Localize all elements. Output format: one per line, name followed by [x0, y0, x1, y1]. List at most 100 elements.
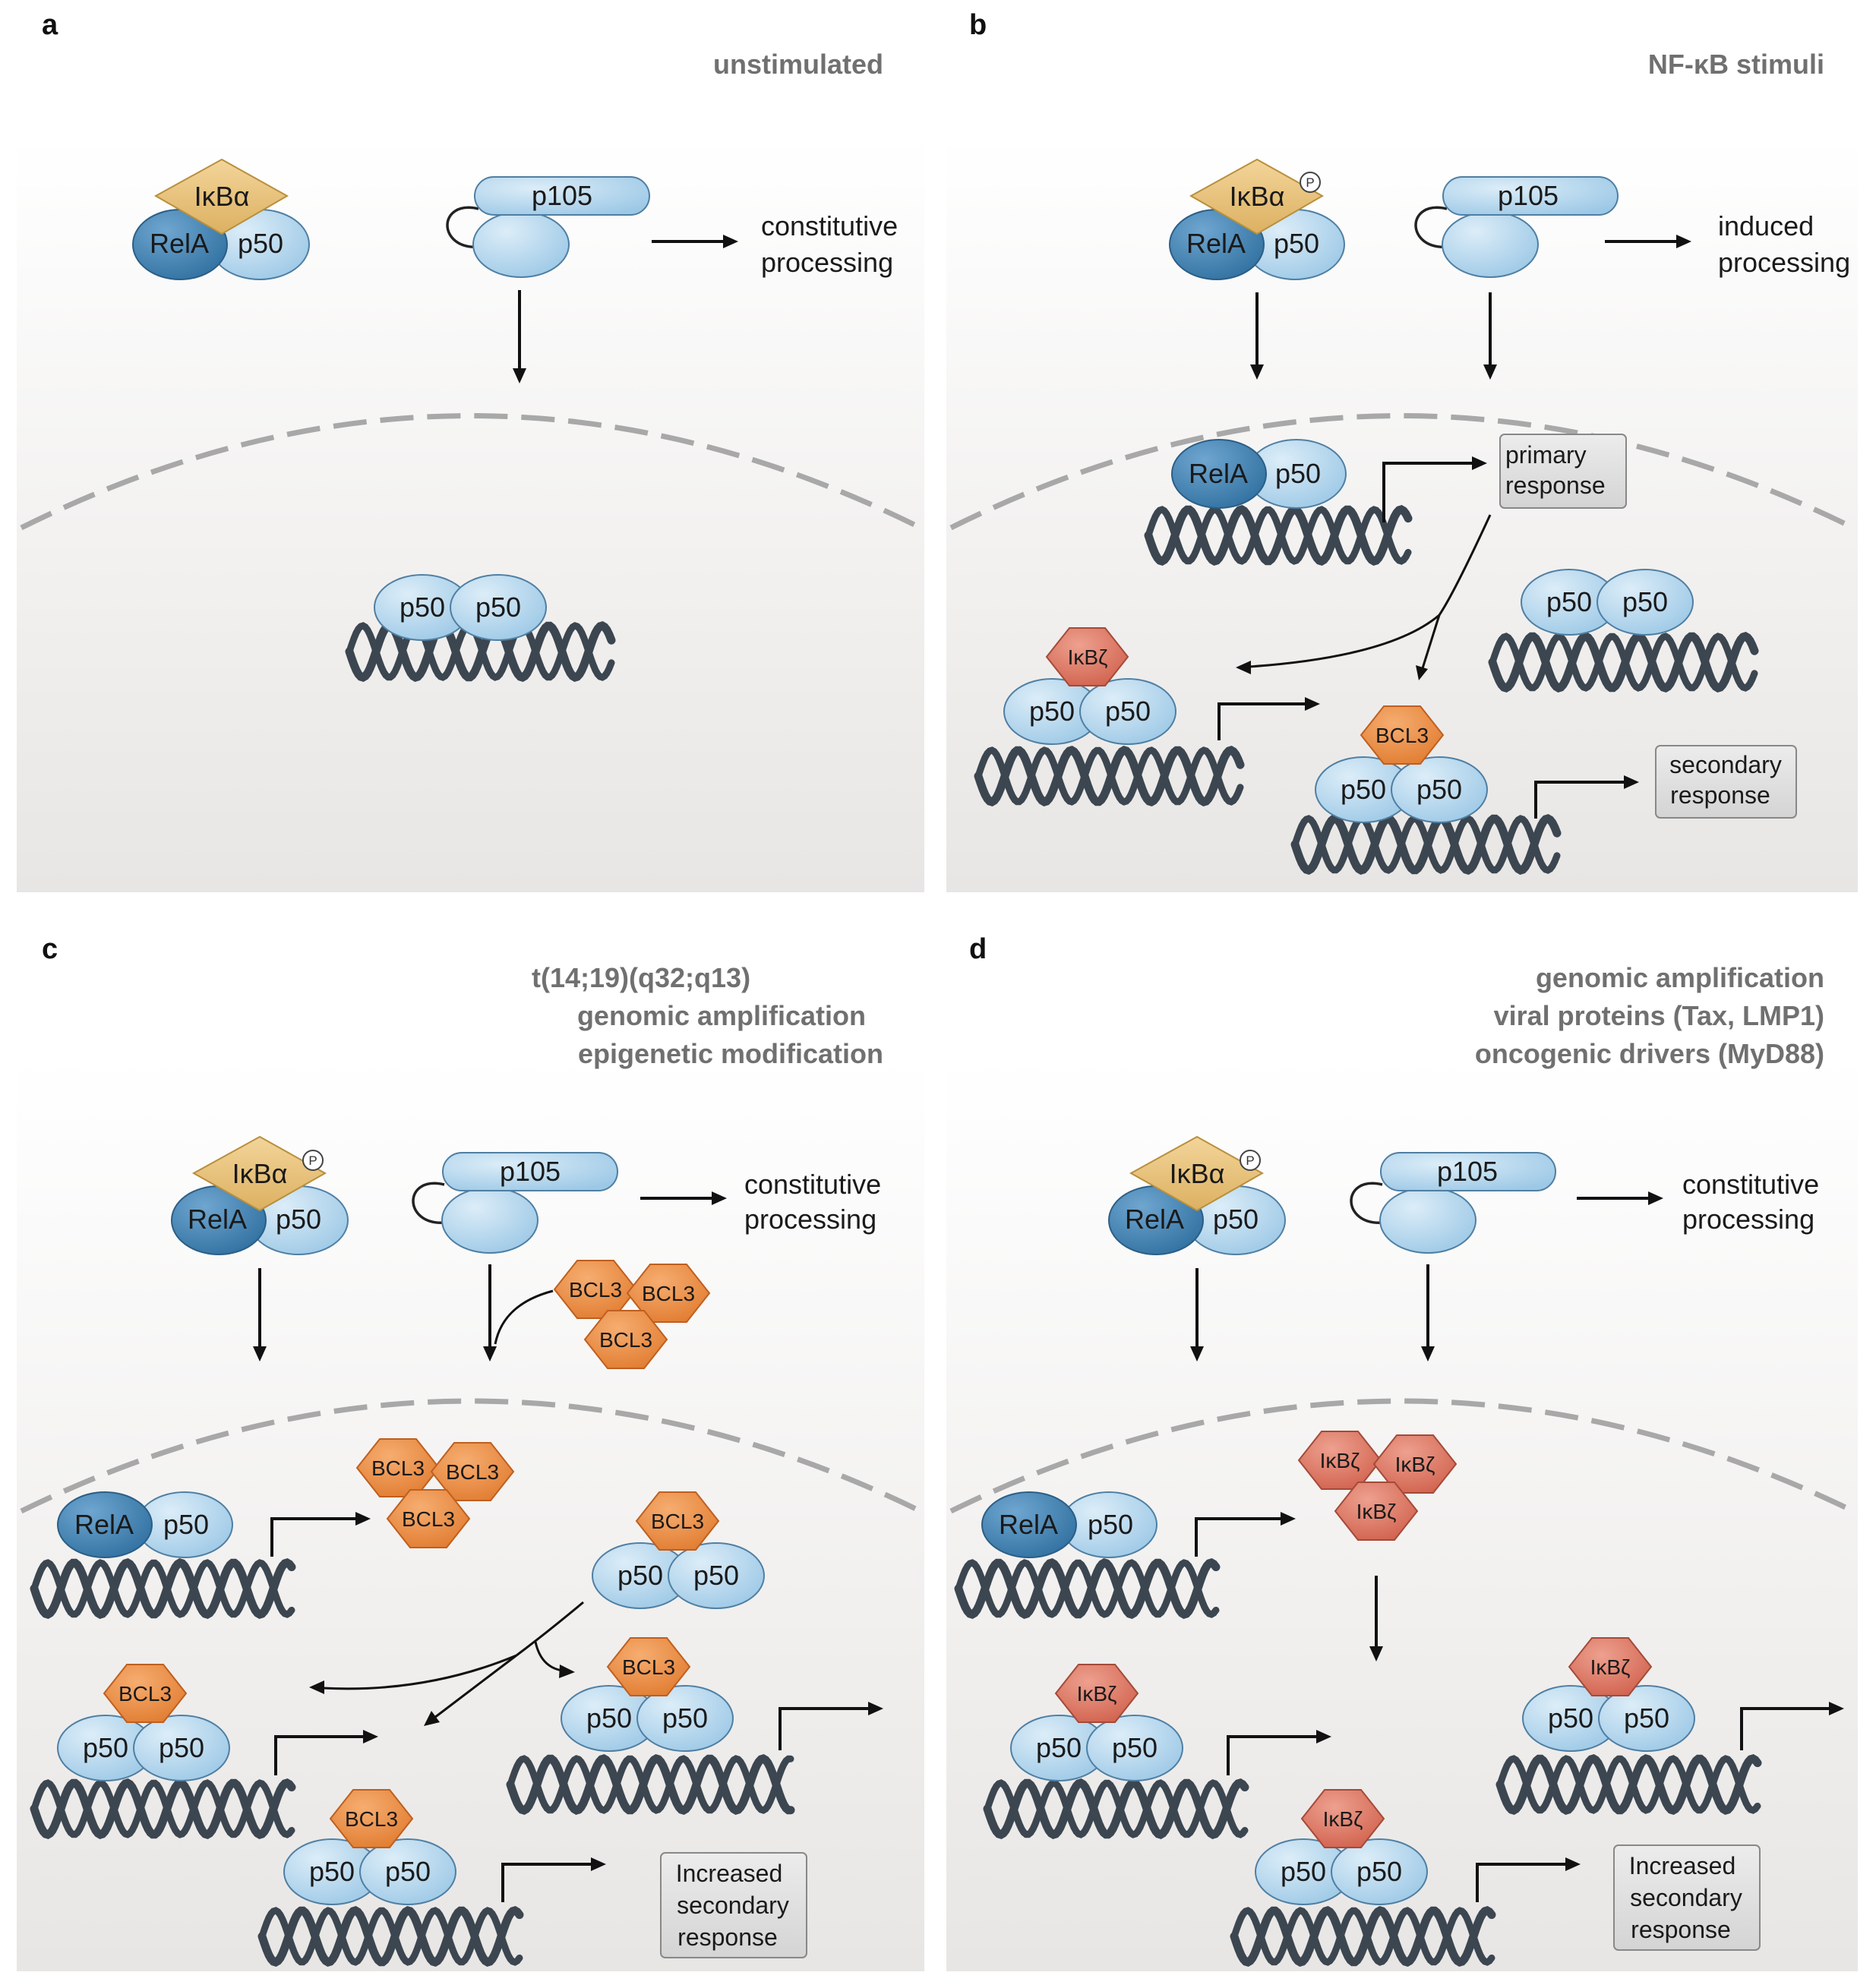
rela-p50-dimer: RelA p50: [1171, 439, 1347, 509]
dna-helix: [1290, 814, 1562, 875]
processing-label-2: processing: [744, 1204, 876, 1235]
p50-label: p50: [1029, 696, 1075, 727]
p50-label: p50: [1546, 586, 1592, 617]
bcl3-label: BCL3: [651, 1510, 704, 1533]
nuclear-membrane-b: [949, 413, 1855, 531]
dna-strand: [983, 1778, 1249, 1839]
p50-label: p50: [238, 228, 283, 259]
p50-label: p50: [385, 1856, 431, 1887]
p105-body: [1442, 211, 1539, 278]
p105-bar: [474, 176, 650, 216]
panel-titles: unstimulated NF-κB stimuli t(14;19)(q32;…: [532, 49, 1824, 1069]
transcription-arrowhead: [1305, 697, 1320, 711]
p105-body: [472, 211, 570, 278]
nuclear-entry-arrowhead: [1483, 364, 1497, 380]
panel-b: IκBα RelA p50 P p105 induced processing …: [1003, 158, 1850, 823]
phosphorylation-icon: [1240, 1150, 1261, 1171]
ikbz-protein: [1334, 1482, 1419, 1541]
p50-label: p50: [1105, 696, 1151, 727]
ikbz-protein: [1300, 1789, 1385, 1848]
transcription-arrow: [1740, 1707, 1830, 1750]
bcl3-label: BCL3: [1375, 724, 1429, 747]
dna-strand: [1291, 815, 1561, 874]
increased-response-line-3: response: [677, 1923, 778, 1951]
p105-label: p105: [1437, 1156, 1498, 1187]
transcription-arrow: [1227, 1735, 1318, 1775]
bcl3-label: BCL3: [345, 1807, 398, 1831]
ikba-label: IκBα: [1170, 1158, 1225, 1189]
phospho-label: P: [1246, 1153, 1254, 1168]
increased-response-line-2: secondary: [1630, 1884, 1742, 1911]
p105-bar: [1442, 176, 1619, 216]
rela-p50-dimer: RelA p50: [57, 1491, 233, 1558]
p50-subunit: [1596, 569, 1694, 636]
p50-label: p50: [1088, 1509, 1133, 1540]
rela-label: RelA: [74, 1509, 134, 1540]
increased-secondary-response-box: Increased secondary response: [660, 1852, 807, 1958]
panel-b-title: NF-κB stimuli: [1648, 49, 1824, 80]
ikba-rela-p50-complex: IκBα RelA p50 P: [1169, 158, 1345, 280]
bcl3-protein: [583, 1310, 668, 1369]
p105-loop: [1350, 1182, 1385, 1224]
dna-strand: [1496, 1755, 1761, 1814]
p105-precursor: p105: [1350, 1152, 1556, 1254]
panel-c-title-line-1: t(14;19)(q32;q13): [532, 962, 750, 993]
ikbz-label: IκBζ: [1077, 1682, 1117, 1706]
p50-label: p50: [159, 1732, 204, 1763]
ikbz-cluster: IκBζ IκBζ IκBζ: [1297, 1431, 1458, 1541]
ikbz-p50-p50-complex: IκBζ p50 p50: [1010, 1664, 1183, 1781]
rela-p50-dimer: RelA p50: [981, 1491, 1157, 1558]
bcl3-label: BCL3: [599, 1328, 652, 1352]
ikbz-label: IκBζ: [1320, 1449, 1360, 1472]
p50-label: p50: [309, 1856, 355, 1887]
processing-label-2: processing: [761, 247, 893, 278]
bcl3-p50-p50-complex: BCL3 p50 p50: [1315, 705, 1488, 823]
processing-label-1: constitutive: [744, 1169, 881, 1200]
ikbz-label: IκBζ: [1068, 645, 1108, 669]
ikbz-protein: [1568, 1637, 1653, 1696]
p50-subunit: [1086, 1715, 1183, 1781]
bcl3-label: BCL3: [642, 1282, 695, 1305]
nuclear-membrane-a: [20, 413, 922, 531]
bcl3-distribution-arrowhead: [309, 1680, 324, 1694]
dna-strand: [974, 746, 1244, 806]
p105-body: [441, 1187, 538, 1254]
rela-label: RelA: [999, 1509, 1058, 1540]
rela-subunit: [57, 1491, 153, 1558]
secondary-induction-arrowhead: [1236, 661, 1251, 674]
panel-a-label: a: [42, 9, 58, 41]
dna-strand: [1495, 1754, 1762, 1815]
dna-helix: [1144, 505, 1413, 566]
transcription-arrowhead: [363, 1730, 378, 1743]
dna-helix: [30, 1778, 296, 1839]
ikbz-label: IκBζ: [1356, 1500, 1397, 1523]
bcl3-label: BCL3: [402, 1507, 455, 1531]
panel-d: IκBα RelA p50 P p105 constitutive proces…: [981, 1135, 1844, 1951]
rela-label: RelA: [1125, 1204, 1184, 1235]
dna-strand: [507, 1755, 794, 1814]
secondary-response-bg: [1655, 745, 1797, 819]
p50-label: p50: [1416, 774, 1462, 805]
p50-subunit: [668, 1542, 765, 1609]
dna-helix: [974, 746, 1245, 806]
dna-strand: [955, 1559, 1220, 1618]
panel-labels: a b c d: [42, 9, 987, 965]
dna-strand: [954, 1558, 1221, 1619]
transcription-arrowhead: [1316, 1730, 1331, 1743]
processing-label-2: processing: [1718, 247, 1850, 278]
p50-subunit: [450, 574, 547, 641]
p50-label: p50: [1036, 1732, 1082, 1763]
secondary-response-line-2: response: [1670, 781, 1770, 809]
p50-subunit: [133, 1715, 230, 1781]
ikbz-protein: [1054, 1664, 1139, 1723]
p50-label: p50: [693, 1560, 739, 1591]
nuclear-entry-arrowhead: [1250, 364, 1264, 380]
dna-strand: [257, 1906, 524, 1967]
dna-strand: [974, 746, 1245, 806]
rela-label: RelA: [1189, 458, 1248, 489]
ikbz-downstream-arrowhead: [1369, 1646, 1383, 1661]
bcl3-p50-p50-complex: BCL3 p50 p50: [283, 1789, 456, 1905]
p50-label: p50: [1341, 774, 1386, 805]
increased-secondary-response-box: Increased secondary response: [1613, 1844, 1761, 1951]
